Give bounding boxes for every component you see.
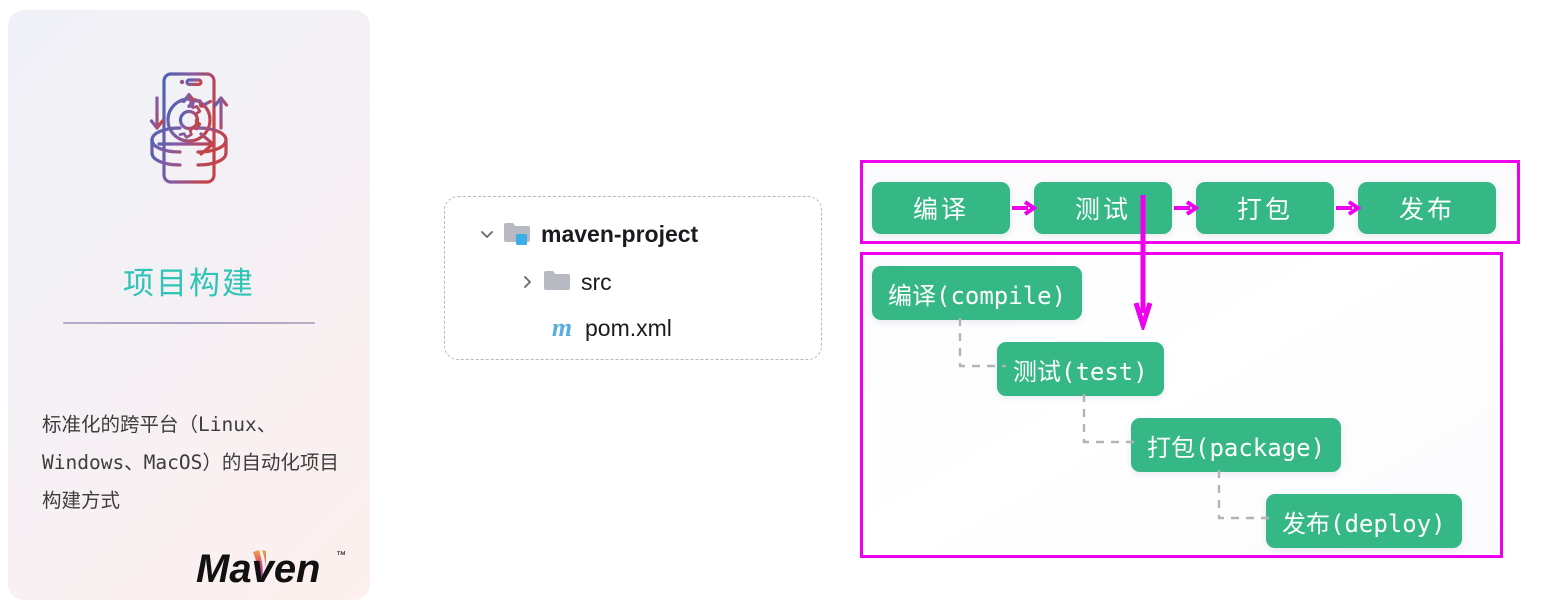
concept-card: 项目构建 标准化的跨平台（Linux、Windows、MacOS）的自动化项目构…: [8, 10, 370, 600]
connector-package-to-deploy: [1217, 470, 1275, 526]
phase-label: 发布: [1398, 195, 1455, 224]
arrow-right-icon: [1174, 200, 1200, 216]
maven-m-icon: m: [551, 313, 573, 342]
arrow-right-icon: [1336, 200, 1362, 216]
phone-gear-sync-icon: [8, 58, 370, 198]
arrow-down-icon: [1132, 195, 1154, 334]
tree-item-label: pom.xml: [585, 314, 672, 341]
card-description: 标准化的跨平台（Linux、Windows、MacOS）的自动化项目构建方式: [42, 413, 339, 512]
chevron-down-icon[interactable]: [473, 226, 501, 242]
phase-label: 打包: [1236, 195, 1293, 224]
phase-box-deploy[interactable]: 发布: [1358, 182, 1496, 234]
arrow-right-icon: [1012, 200, 1038, 216]
phase-label: 测试: [1074, 195, 1131, 224]
maven-trademark: ™: [336, 550, 346, 561]
tree-item-src[interactable]: src: [513, 265, 612, 299]
title-divider: [63, 322, 315, 324]
goal-box-deploy[interactable]: 发布(deploy): [1266, 494, 1462, 548]
chevron-right-icon[interactable]: [513, 274, 541, 290]
phase-box-test[interactable]: 测试: [1034, 182, 1172, 234]
page-title: 项目构建: [123, 266, 255, 302]
goal-box-package[interactable]: 打包(package): [1131, 418, 1342, 472]
connector-test-to-package: [1082, 394, 1140, 450]
goal-label: 打包(package): [1147, 433, 1326, 462]
goal-label: 编译(compile): [888, 281, 1067, 310]
goal-label: 发布(deploy): [1282, 509, 1446, 538]
maven-logo-text: Maven: [196, 547, 321, 591]
folder-open-badge-icon: [501, 221, 535, 247]
tree-item-maven-project[interactable]: maven-project: [473, 217, 698, 251]
phase-box-compile[interactable]: 编译: [872, 182, 1010, 234]
folder-icon: [541, 269, 575, 295]
tree-item-label: maven-project: [541, 220, 699, 247]
maven-logo: Maven ™: [196, 542, 356, 594]
goal-label: 测试(test): [1013, 357, 1148, 386]
file-tree-panel: maven-project src m pom.xml: [444, 196, 822, 360]
tree-item-label: src: [581, 268, 612, 295]
connector-compile-to-test: [958, 318, 1008, 374]
phase-box-package[interactable]: 打包: [1196, 182, 1334, 234]
goal-box-test[interactable]: 测试(test): [997, 342, 1164, 396]
phase-label: 编译: [912, 195, 969, 224]
tree-item-pom-xml[interactable]: m pom.xml: [545, 311, 672, 345]
goal-box-compile[interactable]: 编译(compile): [872, 266, 1083, 320]
